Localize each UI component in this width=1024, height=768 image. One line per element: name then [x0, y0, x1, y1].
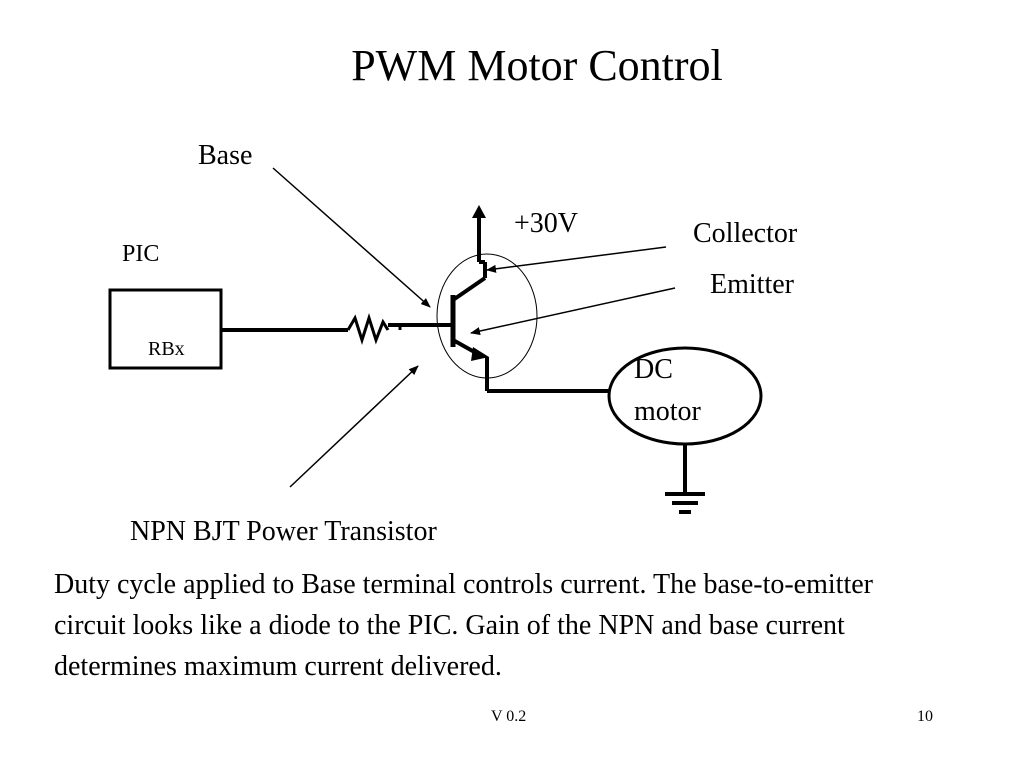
motor-label: motor	[634, 396, 701, 427]
slide-title: PWM Motor Control	[351, 41, 723, 90]
collector-leg	[451, 276, 487, 302]
dc-label: DC	[634, 354, 673, 385]
emitter-label: Emitter	[710, 269, 794, 300]
base-pointer	[272, 167, 431, 308]
transistor-circle	[436, 253, 538, 379]
resistor	[346, 313, 390, 345]
page-number: 10	[917, 708, 933, 725]
rbx-label: RBx	[148, 338, 185, 360]
supply-arrow	[472, 205, 486, 218]
collector-pointer	[486, 246, 667, 273]
base-label: Base	[198, 140, 253, 171]
supply-voltage-label: +30V	[514, 208, 579, 239]
body-paragraph: Duty cycle applied to Base terminal cont…	[54, 569, 873, 682]
transistor-label: NPN BJT Power Transistor	[130, 516, 437, 547]
collector-label: Collector	[693, 218, 798, 249]
transistor-pointer	[289, 365, 419, 488]
emitter-arrow	[471, 347, 489, 361]
version-footer: V 0.2	[491, 708, 527, 725]
emitter-pointer	[470, 287, 676, 335]
pic-label: PIC	[122, 241, 160, 267]
